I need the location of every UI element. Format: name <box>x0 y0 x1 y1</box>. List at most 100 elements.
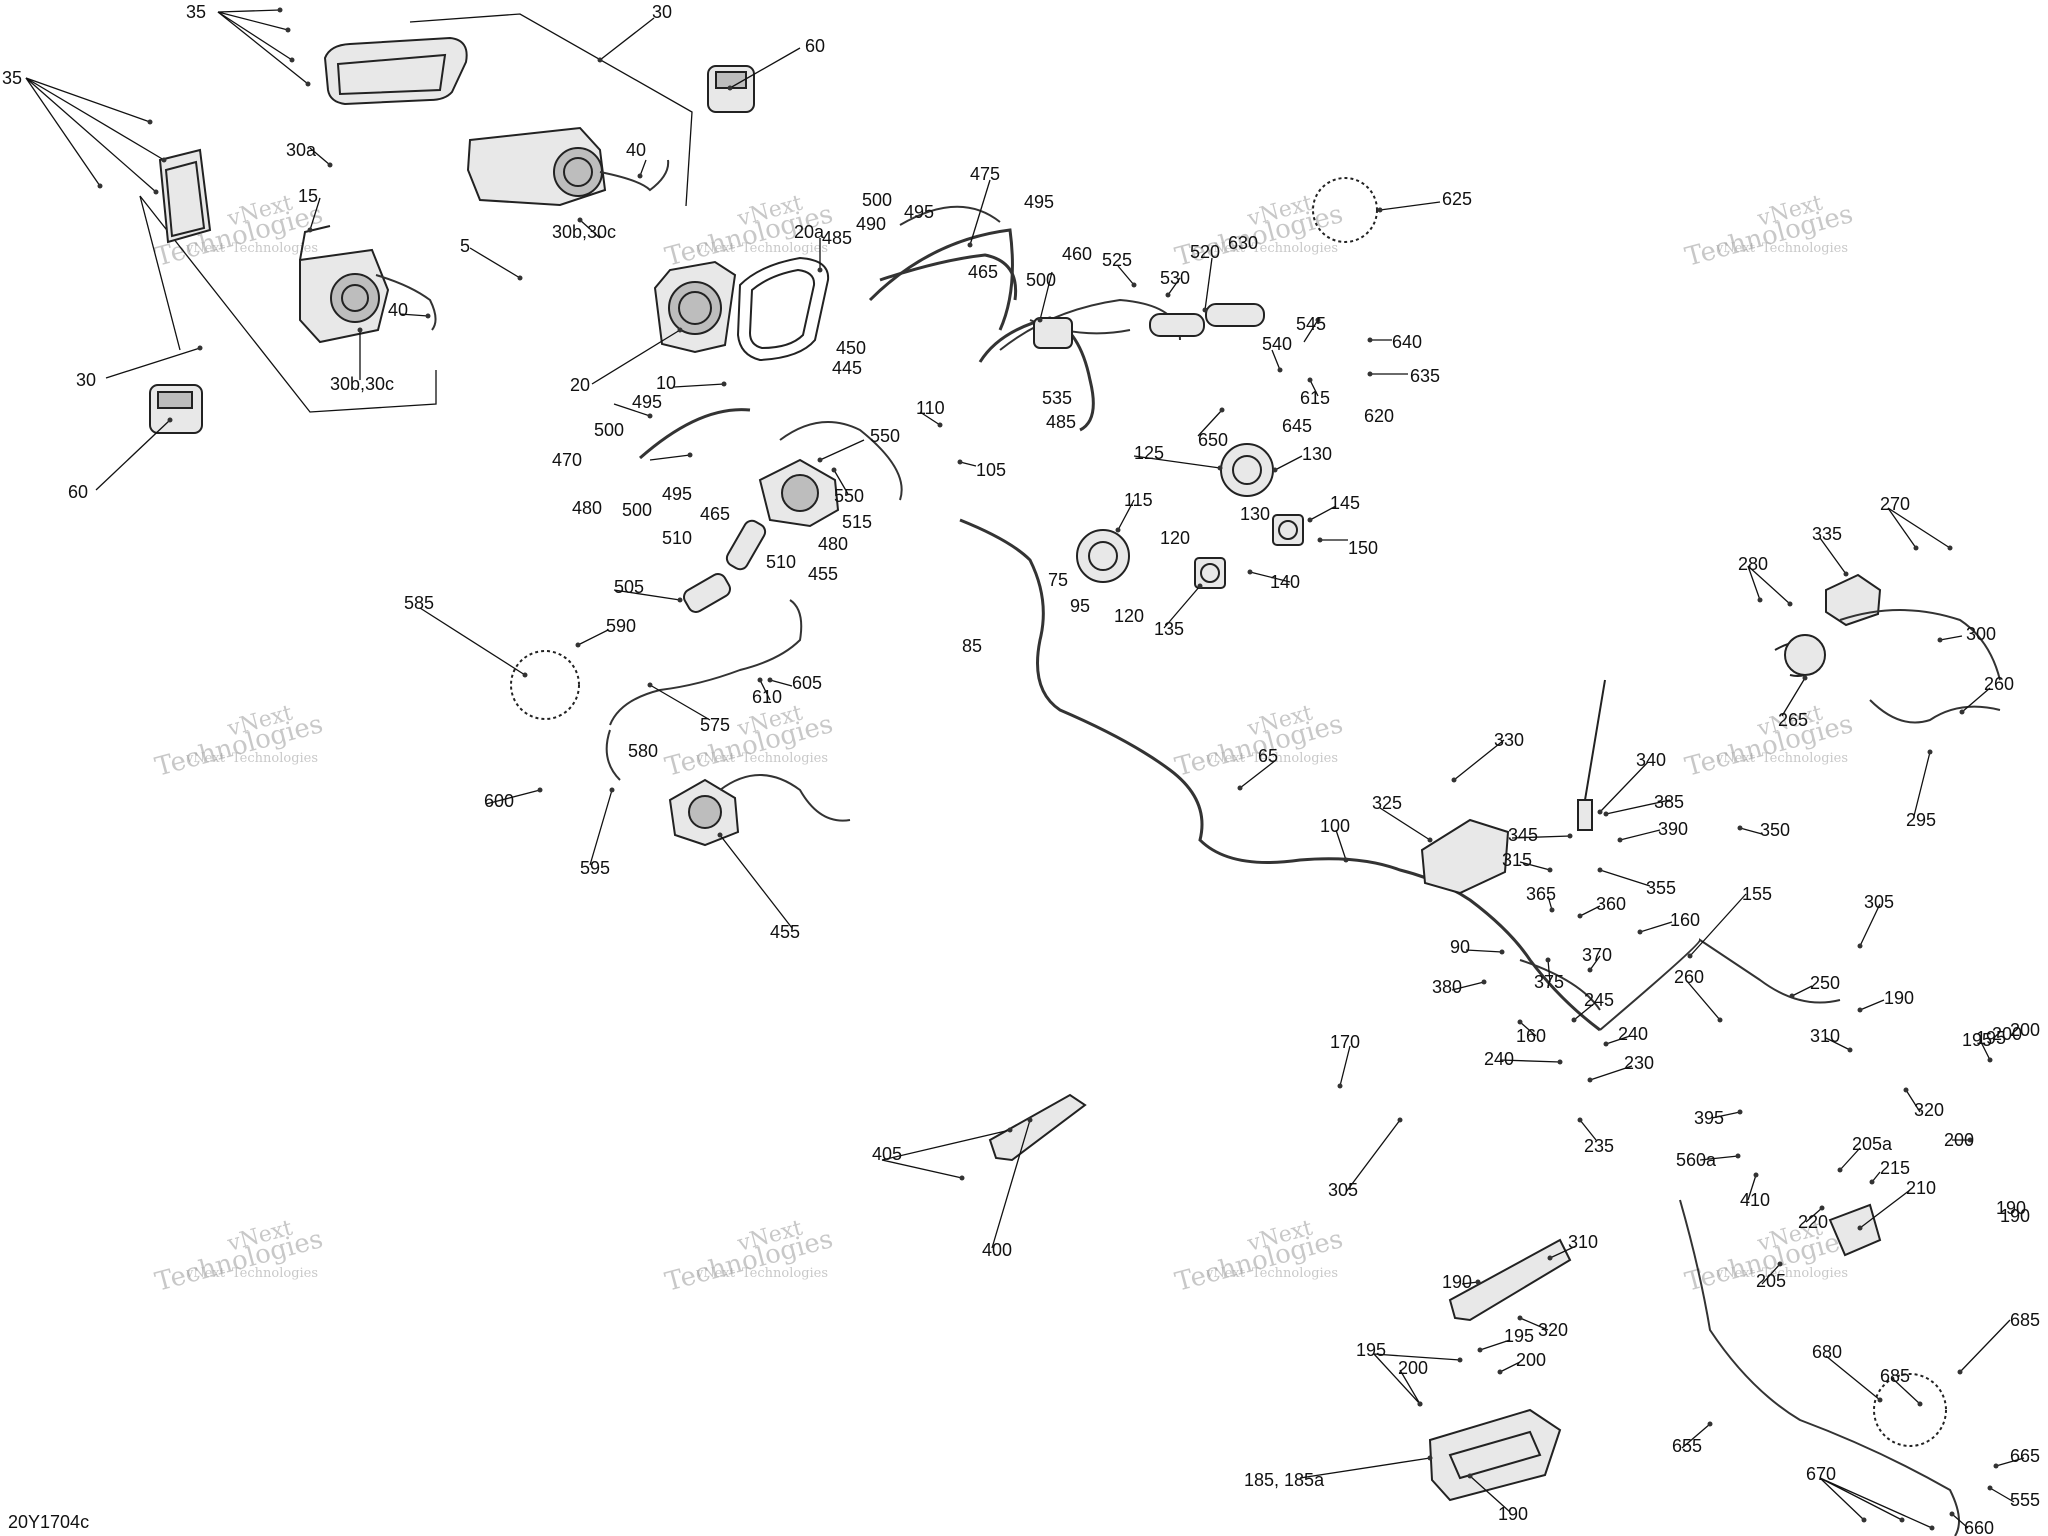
callout-300: 300 <box>1966 624 1996 644</box>
leader-end-dot <box>1307 517 1313 523</box>
leader-line <box>1499 1059 1561 1063</box>
leader-line <box>729 47 801 89</box>
leader-end-dot <box>1967 1137 1973 1143</box>
leader-end-dot <box>522 672 528 678</box>
callout-15: 15 <box>298 186 318 206</box>
leader-line <box>649 454 691 461</box>
callout-215: 215 <box>1880 1158 1910 1178</box>
callout-365: 365 <box>1526 884 1556 904</box>
leader-line <box>1309 505 1337 521</box>
leader-line <box>1519 861 1551 871</box>
leader-line <box>1891 1377 1921 1405</box>
leader-end-dot <box>767 677 773 683</box>
callout-30b-30c: 30b,30c <box>330 374 394 394</box>
leader-end-dot <box>1603 811 1609 817</box>
leader-line <box>25 77 165 161</box>
leader-end-dot <box>637 173 643 179</box>
leader-end-dot <box>1571 1017 1577 1023</box>
callout-195: 195 <box>1356 1340 1386 1360</box>
callout-85: 85 <box>962 636 982 656</box>
callout-280: 280 <box>1738 554 1768 574</box>
leader-end-dot <box>1457 1357 1463 1363</box>
callout-645: 645 <box>1282 416 1312 436</box>
leader-line <box>25 77 157 193</box>
callout-190: 190 <box>1884 988 1914 1008</box>
leader-end-dot <box>1857 943 1863 949</box>
leader-end-dot <box>1007 1127 1013 1133</box>
tweeter-135-part <box>1194 557 1226 589</box>
leader-line <box>1951 1513 1969 1529</box>
leader-end-dot <box>1037 317 1043 323</box>
leader-line <box>1961 687 1991 713</box>
leader-end-dot <box>1837 1167 1843 1173</box>
callout-5: 5 <box>460 236 470 256</box>
leader-end-dot <box>817 267 823 273</box>
callout-650: 650 <box>1198 430 1228 450</box>
leader-line <box>1825 1355 1881 1401</box>
callout-200: 200 <box>1992 1024 2022 1044</box>
leader-end-dot <box>609 787 615 793</box>
leader-line <box>719 834 793 929</box>
callout-490: 490 <box>856 214 886 234</box>
leader-line <box>1339 1045 1351 1087</box>
leader-line <box>1133 455 1221 469</box>
leader-end-dot <box>721 381 727 387</box>
callout-200: 200 <box>1398 1358 1428 1378</box>
leader-line <box>217 9 281 13</box>
callout-200: 200 <box>1944 1130 1974 1150</box>
leader-line <box>1605 1035 1631 1045</box>
callout-320: 320 <box>1914 1100 1944 1120</box>
leader-end-dot <box>277 7 283 13</box>
leader-end-dot <box>647 413 653 419</box>
leader-end-dot <box>289 57 295 63</box>
callout-245: 245 <box>1584 990 1614 1010</box>
callout-610: 610 <box>752 687 782 707</box>
callout-110: 110 <box>916 398 945 418</box>
callout-555: 555 <box>2010 1490 2040 1510</box>
leader-end-dot <box>305 81 311 87</box>
callout-90: 90 <box>1450 937 1470 957</box>
callout-590: 590 <box>606 616 636 636</box>
mirror-left-part <box>158 148 212 244</box>
speaker-125-part <box>1220 443 1274 497</box>
leader-end-dot <box>1202 307 1208 313</box>
callout-455: 455 <box>808 564 838 584</box>
leader-end-dot <box>1737 825 1743 831</box>
callout-585: 585 <box>404 593 434 613</box>
leader-line <box>881 1159 963 1179</box>
watermark-text: vNext <box>695 1266 736 1281</box>
leader-end-dot <box>1587 1077 1593 1083</box>
top-headlight-bezel-part <box>323 36 468 106</box>
callout-265: 265 <box>1778 710 1808 730</box>
callout-35: 35 <box>2 68 22 88</box>
leader-end-dot <box>1987 1485 1993 1491</box>
callout-205: 205 <box>1756 1271 1786 1291</box>
leader-line <box>1117 265 1135 286</box>
leader-line <box>1479 1339 1511 1351</box>
leader-line <box>1839 1147 1861 1171</box>
leader-line <box>969 179 991 246</box>
leader-line <box>1959 1319 2011 1373</box>
callout-475: 475 <box>970 164 1000 184</box>
leader-line <box>309 147 331 166</box>
callout-295: 295 <box>1906 810 1936 830</box>
leader-line <box>217 11 309 85</box>
leader-line <box>1303 319 1319 343</box>
callout-185-185a: 185, 185a <box>1244 1470 1325 1490</box>
leader-end-dot <box>1903 1087 1909 1093</box>
callout-495: 495 <box>1024 192 1054 212</box>
leader-line <box>599 17 655 61</box>
callout-485: 485 <box>822 228 852 248</box>
callout-370: 370 <box>1582 945 1612 965</box>
leader-end-dot <box>97 183 103 189</box>
callout-30b-30c: 30b,30c <box>552 222 616 242</box>
tone-ring-625-part <box>1312 177 1378 243</box>
leader-end-dot <box>1367 371 1373 377</box>
leader-line <box>819 439 865 461</box>
leader-line <box>1519 1021 1537 1037</box>
rear-module-group <box>1774 573 2001 724</box>
callout-500: 500 <box>622 500 652 520</box>
callout-170: 170 <box>1330 1032 1360 1052</box>
